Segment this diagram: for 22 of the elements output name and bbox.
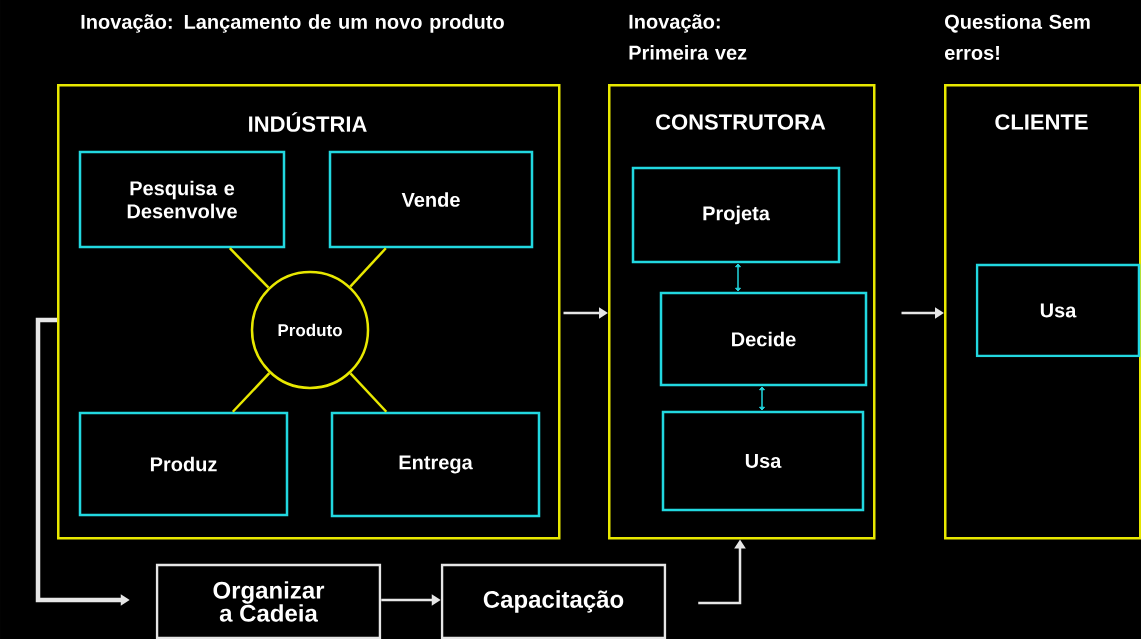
box-heading: CONSTRUTORA	[656, 114, 826, 130]
arrow	[759, 386, 765, 411]
box-heading: CLIENTE	[995, 114, 1088, 130]
caption-text: Inovação: Lançamento de um novo produto	[81, 14, 504, 33]
process-box: Decide	[659, 291, 868, 387]
caption-text: Questiona Sem erros!	[945, 14, 1090, 60]
process-box: Projeta	[631, 166, 841, 264]
process-box: Pesquisa e Desenvolve	[78, 150, 286, 249]
process-box: Capacitação	[440, 563, 667, 639]
process-box: Usa	[975, 263, 1141, 358]
process-box: Organizar a Cadeia	[155, 563, 382, 639]
box-heading: INDÚSTRIA	[249, 112, 367, 132]
connector-line	[231, 372, 271, 413]
caption-text: Inovação: Primeira vez	[629, 14, 747, 60]
connector-line	[228, 247, 270, 289]
arrow	[735, 263, 741, 292]
process-box: Produz	[78, 411, 289, 517]
process-box: Vende	[328, 150, 534, 249]
connector-line	[349, 372, 388, 413]
connector-line	[349, 247, 387, 288]
process-box: Usa	[661, 410, 865, 512]
process-box: Entrega	[330, 411, 541, 518]
